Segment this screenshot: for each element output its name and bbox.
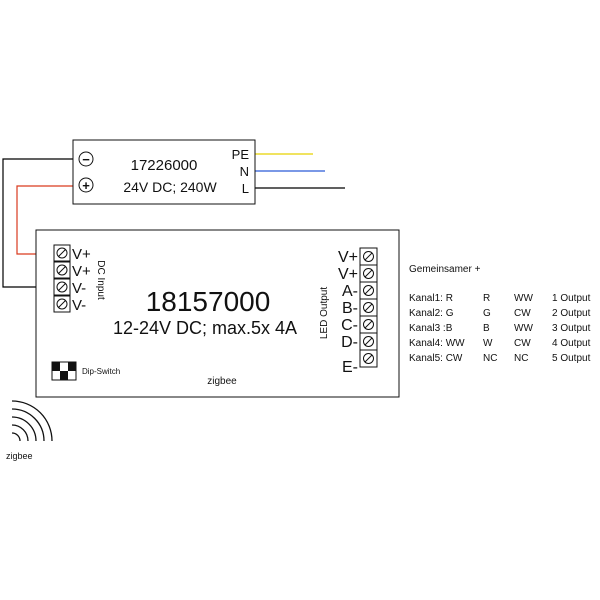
dip-switch-label: Dip-Switch: [82, 367, 120, 376]
minus-terminal-symbol: −: [82, 152, 90, 167]
legend-row-2-output: 2 Output: [552, 308, 591, 319]
led-terminal-label-1: V+: [338, 249, 358, 266]
led-terminal-label-7: E-: [342, 359, 358, 376]
power-supply: − + 17226000 24V DC; 240W PE N L: [72, 139, 256, 205]
legend-row-1-output: 1 Output: [552, 293, 591, 304]
dc-terminal-label-4: V-: [72, 297, 86, 314]
led-screw-2-icon: [363, 268, 374, 279]
led-screw-4-icon: [363, 302, 374, 313]
pe-terminal-label: PE: [232, 147, 250, 162]
legend-row-4-col3: CW: [514, 338, 531, 349]
legend-heading: Gemeinsamer +: [409, 264, 481, 275]
channel-legend: Gemeinsamer + Kanal1: R R WW 1 Output Ka…: [409, 264, 591, 364]
controller-zigbee-label: zigbee: [207, 376, 237, 387]
legend-row-1-col3: WW: [514, 293, 533, 304]
plus-terminal-symbol: +: [82, 178, 90, 193]
n-terminal-label: N: [240, 164, 249, 179]
power-supply-spec: 24V DC; 240W: [123, 179, 217, 195]
led-output-label: LED Output: [319, 287, 330, 339]
dc-input-label: DC Input: [95, 260, 106, 300]
dip-switch-icon: [51, 361, 77, 381]
led-terminal-label-2: V+: [338, 266, 358, 283]
legend-row-2-col2: G: [483, 308, 491, 319]
legend-row-5-col2: NC: [483, 353, 497, 364]
dc-input-terminal-block: V+ V+ V- V- DC Input: [53, 244, 106, 314]
dc-screw-1-icon: [56, 247, 68, 259]
power-supply-model: 17226000: [131, 157, 198, 174]
led-screw-7-icon: [363, 353, 374, 364]
legend-row-5-output: 5 Output: [552, 353, 591, 364]
led-controller: V+ V+ V- V- DC Input 18157000 12-24V DC;…: [35, 229, 400, 398]
legend-row-5-channel: Kanal5: CW: [409, 353, 463, 364]
dc-terminal-label-1: V+: [72, 246, 91, 263]
minus-terminal-icon: [78, 151, 94, 167]
led-screw-1-icon: [363, 251, 374, 262]
dc-terminal-label-2: V+: [72, 263, 91, 280]
dc-screw-2-icon: [56, 264, 68, 276]
led-terminal-label-6: D-: [341, 334, 358, 351]
legend-row-1-col2: R: [483, 293, 490, 304]
legend-row-1-channel: Kanal1: R: [409, 293, 453, 304]
plus-terminal-icon: [78, 177, 94, 193]
legend-row-4-output: 4 Output: [552, 338, 591, 349]
legend-row-3-col2: B: [483, 323, 490, 334]
controller-model: 18157000: [146, 286, 271, 317]
dc-screw-3-icon: [56, 281, 68, 293]
dc-screw-4-icon: [56, 298, 68, 310]
legend-row-3-output: 3 Output: [552, 323, 591, 334]
legend-row-3-channel: Kanal3 :B: [409, 323, 453, 334]
legend-row-4-col2: W: [483, 338, 493, 349]
led-output-terminal-block: V+ V+ A- B- C- D- E- LED Output: [319, 247, 378, 376]
dc-terminal-label-3: V-: [72, 280, 86, 297]
legend-row-2-col3: CW: [514, 308, 531, 319]
legend-row-2-channel: Kanal2: G: [409, 308, 454, 319]
controller-box: [35, 229, 400, 398]
zigbee-icon-label: zigbee: [6, 451, 33, 461]
led-screw-5-icon: [363, 319, 374, 330]
legend-row-4-channel: Kanal4: WW: [409, 338, 465, 349]
zigbee-wireless-icon: [11, 400, 53, 442]
led-screw-6-icon: [363, 336, 374, 347]
led-terminal-label-5: C-: [341, 317, 358, 334]
legend-row-3-col3: WW: [514, 323, 533, 334]
led-terminal-label-4: B-: [342, 300, 358, 317]
l-terminal-label: L: [242, 181, 249, 196]
power-supply-box: [72, 139, 256, 205]
negative-wire: [2, 158, 73, 288]
legend-row-5-col3: NC: [514, 353, 528, 364]
controller-spec: 12-24V DC; max.5x 4A: [113, 318, 297, 338]
led-screw-3-icon: [363, 285, 374, 296]
led-terminal-label-3: A-: [342, 283, 358, 300]
